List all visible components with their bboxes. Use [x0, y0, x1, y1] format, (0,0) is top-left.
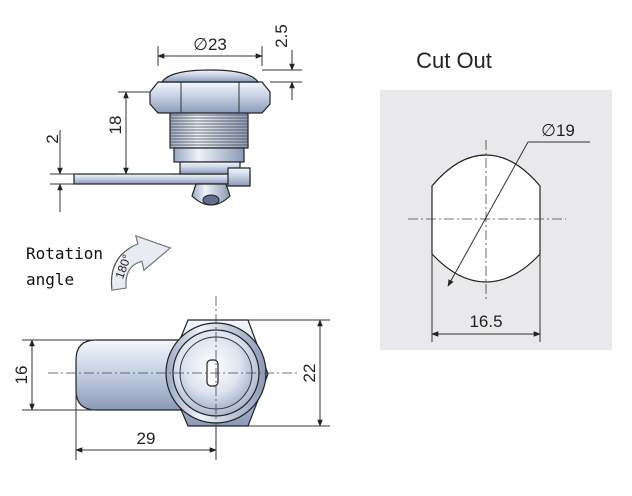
dim-cam-thickness: 2: [43, 134, 62, 143]
cam-plate: [73, 173, 251, 185]
lower-collar: [173, 147, 245, 163]
front-view: 16 22 29: [12, 296, 330, 460]
thread-lines: [170, 114, 248, 146]
hex-nut-head: [149, 81, 271, 114]
cam-bracket: [227, 167, 251, 187]
cutout-diameter-label: ∅19: [541, 121, 575, 140]
dim-cam-height: 16: [12, 366, 31, 385]
rotation-indicator: Rotation angle 180°: [26, 234, 172, 291]
dim-head-height: 2.5: [272, 24, 291, 48]
dim-cam-length: 29: [137, 429, 156, 448]
rotation-label-line2: angle: [26, 270, 74, 289]
dim-head-height-front: 22: [300, 364, 319, 383]
cutout-section: Cut Out ∅19 16.5: [380, 48, 612, 350]
dim-head-diameter: ∅23: [193, 35, 227, 54]
cutout-title: Cut Out: [416, 48, 492, 73]
cutout-flat-width-label: 16.5: [469, 312, 502, 331]
dim-body-height: 18: [106, 116, 125, 135]
rotation-label-line1: Rotation: [26, 244, 103, 263]
side-view: ∅23 2.5 18 2: [43, 24, 302, 212]
